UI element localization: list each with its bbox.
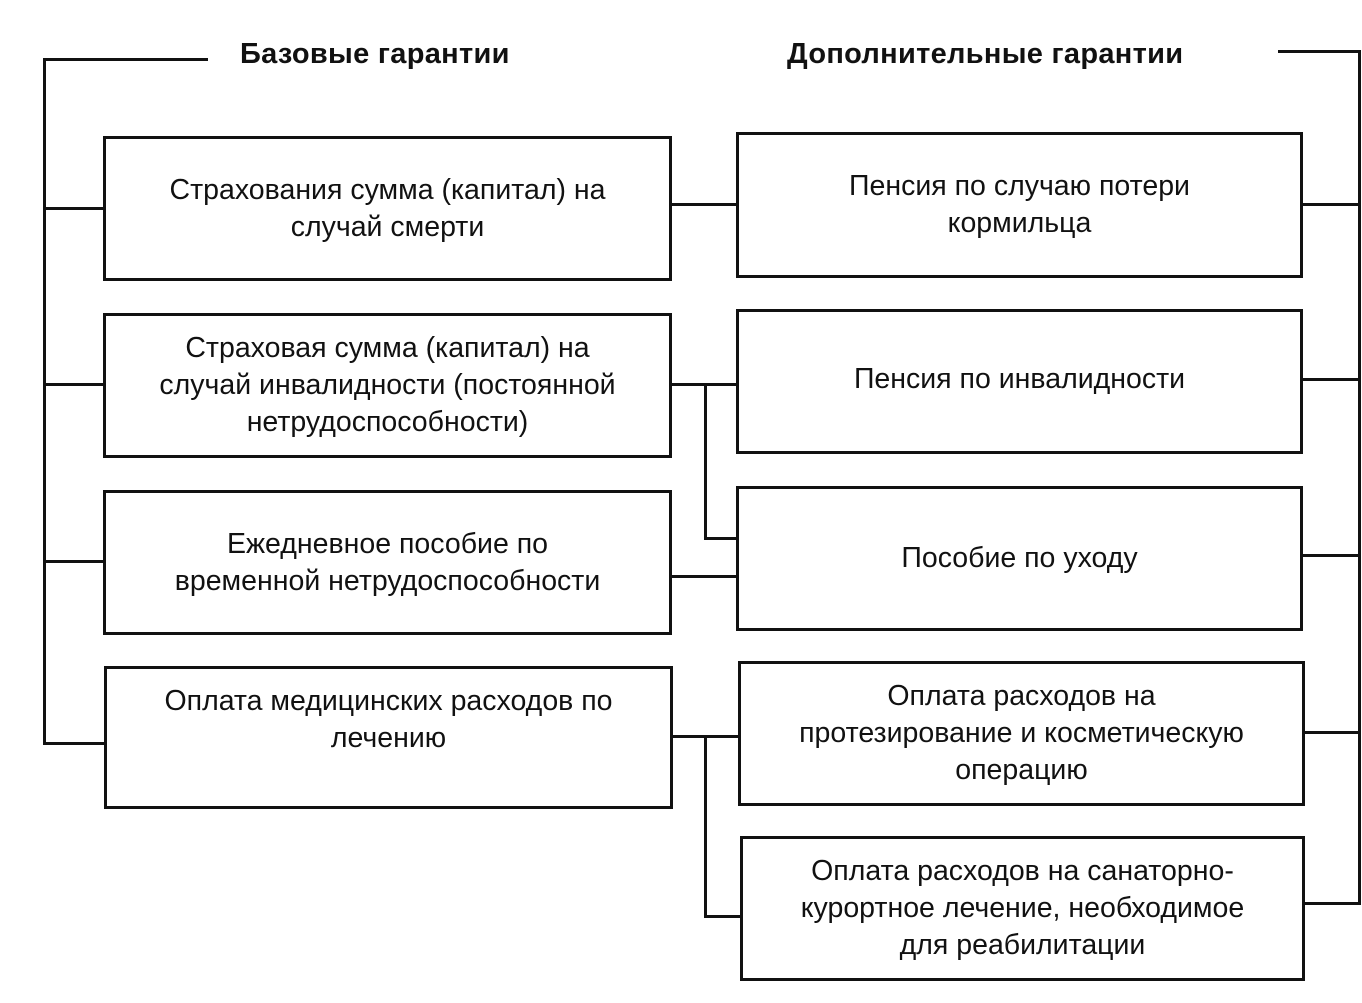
connector-basic4-additional5	[704, 915, 742, 918]
left-connector-3	[43, 560, 105, 563]
box-text-line: случай смерти	[290, 210, 485, 243]
box-text-line: Пенсия по инвалидности	[853, 363, 1186, 395]
box-text-line: временной нетрудоспособности	[174, 564, 601, 597]
additional-box-disability-pension: Пенсия по инвалидности	[736, 309, 1303, 454]
connector-basic4-branch-vertical	[704, 735, 707, 918]
basic-box-medical-expenses: Оплата медицинских расходов по лечению	[104, 666, 673, 809]
additional-box-sanatorium: Оплата расходов на санаторно- курортное …	[740, 836, 1305, 981]
box-text-line: Оплата расходов на	[887, 680, 1156, 712]
heading-additional-guarantees: Дополнительные гарантии	[787, 38, 1184, 70]
additional-box-care-allowance: Пособие по уходу	[736, 486, 1303, 631]
left-connector-2	[43, 383, 105, 386]
right-connector-5	[1300, 902, 1360, 905]
box-text-line: курортное лечение, необходимое	[800, 892, 1245, 924]
right-connector-2	[1300, 378, 1360, 381]
additional-box-survivor-pension: Пенсия по случаю потери кормильца	[736, 132, 1303, 278]
heading-basic-guarantees: Базовые гарантии	[240, 38, 510, 70]
basic-box-disability-capital: Страховая сумма (капитал) на случай инва…	[103, 313, 672, 458]
left-bracket-vertical-line	[43, 58, 46, 745]
box-text-line: Страхования сумма (капитал) на	[169, 173, 606, 206]
box-text-line: Оплата расходов на санаторно-	[811, 855, 1234, 887]
right-bracket-vertical-line	[1358, 50, 1361, 905]
additional-box-prosthetics: Оплата расходов на протезирование и косм…	[738, 661, 1305, 806]
connector-basic1-additional1	[670, 203, 740, 206]
box-text-line: Оплата медицинских расходов по	[164, 684, 613, 717]
right-connector-3	[1300, 554, 1360, 557]
box-text-line: случай инвалидности (постоянной	[159, 369, 616, 401]
box-text-line: Страховая сумма (капитал) на	[185, 332, 590, 364]
basic-box-daily-allowance: Ежедневное пособие по временной нетрудос…	[103, 490, 672, 635]
left-connector-4	[43, 742, 105, 745]
box-text-line: Пособие по уходу	[901, 542, 1138, 574]
box-text-line: нетрудоспособности)	[246, 406, 529, 438]
box-text-line: операцию	[955, 754, 1088, 786]
right-bracket-top-line	[1278, 50, 1361, 53]
box-text-line: протезирование и косметическую	[799, 717, 1244, 749]
right-connector-4	[1300, 731, 1360, 734]
basic-box-death-capital: Страхования сумма (капитал) на случай см…	[103, 136, 672, 281]
connector-basic2-additional3	[704, 537, 740, 540]
box-text-line: Пенсия по случаю потери	[849, 170, 1190, 202]
left-bracket-top-line	[43, 58, 208, 61]
box-text-line: для реабилитации	[899, 929, 1146, 961]
box-text-line: лечению	[330, 721, 447, 754]
right-connector-1	[1300, 203, 1360, 206]
box-text-line: Ежедневное пособие по	[226, 527, 548, 560]
connector-basic3-additional3	[670, 575, 740, 578]
connector-basic2-branch-vertical	[704, 383, 707, 540]
left-connector-1	[43, 207, 105, 210]
box-text-line: кормильца	[947, 207, 1092, 239]
